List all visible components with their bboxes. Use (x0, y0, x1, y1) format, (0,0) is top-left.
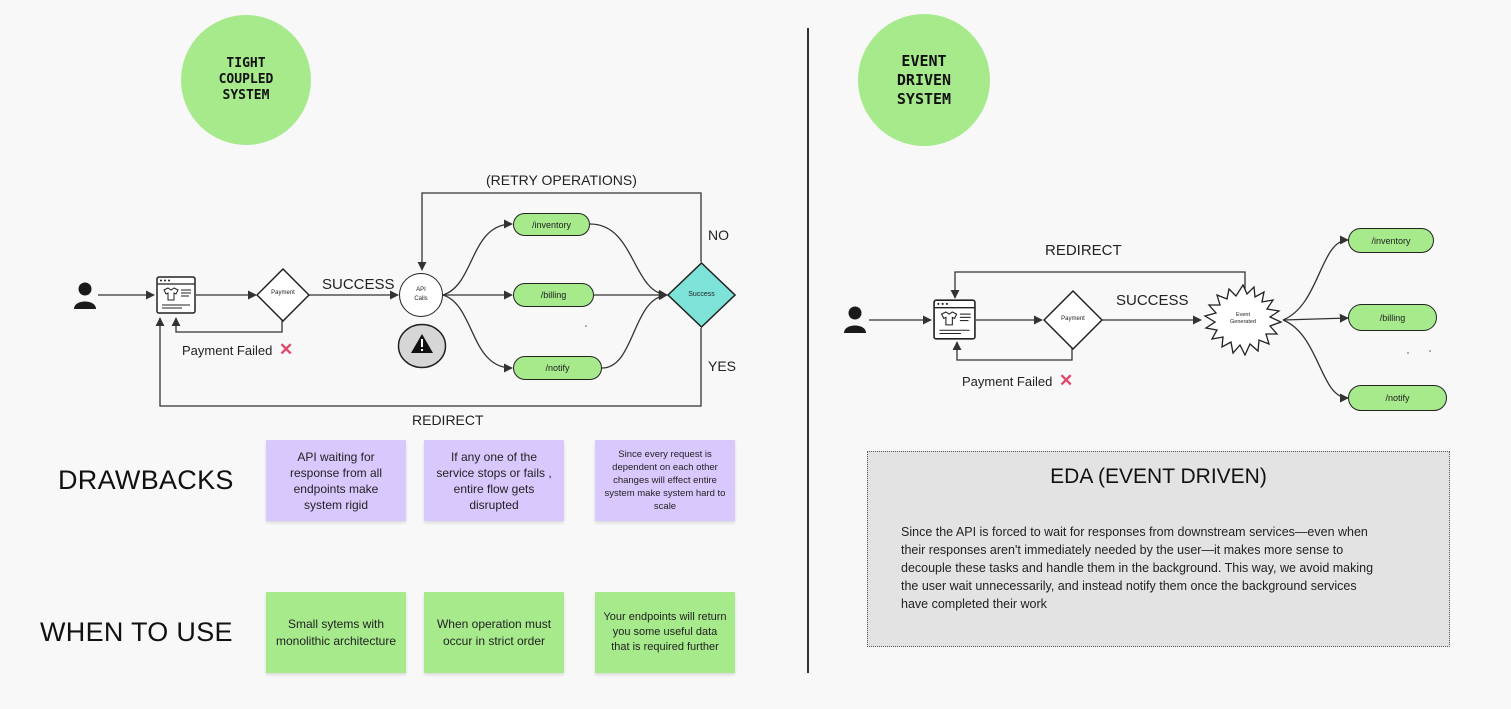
right-endpoint-inventory: /inventory (1348, 228, 1434, 253)
section-divider (807, 28, 809, 673)
event-starburst (1203, 284, 1283, 356)
drawbacks-heading: DRAWBACKS (58, 465, 234, 495)
retry-label: (RETRY OPERATIONS) (486, 172, 637, 188)
drawback-note-3: Since every request is dependent on each… (595, 440, 735, 521)
when-note-1: Small sytems with monolithic architectur… (266, 592, 406, 673)
eda-info-box: EDA (EVENT DRIVEN) Since the API is forc… (867, 451, 1450, 647)
no-label: NO (708, 227, 729, 243)
payment-label: Payment (1061, 316, 1085, 322)
payment-label: Payment (271, 290, 295, 296)
when-note-2: When operation must occur in strict orde… (424, 592, 564, 673)
payment-diamond (1043, 290, 1103, 350)
user-icon (74, 282, 96, 309)
when-to-use-heading: WHEN TO USE (40, 617, 233, 647)
eda-title: EDA (EVENT DRIVEN) (1050, 465, 1267, 488)
drawback-note-2: If any one of the service stops or fails… (424, 440, 564, 521)
api-calls-label: API Calls (414, 287, 428, 302)
left-endpoint-inventory: /inventory (513, 213, 590, 236)
payment-failed-label: Payment Failed ✕ (962, 371, 1073, 391)
when-note-3: Your endpoints will return you some usef… (595, 592, 735, 673)
event-generated-label: Event Generated (1230, 312, 1256, 325)
browser-window-icon (156, 276, 196, 314)
warning-icon (397, 323, 447, 369)
api-calls-node: API Calls (399, 273, 443, 317)
tight-coupled-title: TIGHT COUPLED SYSTEM (181, 15, 311, 145)
payment-failed-label: Payment Failed ✕ (182, 340, 293, 360)
left-endpoint-notify: /notify (513, 356, 602, 380)
browser-window-icon (933, 299, 976, 340)
event-driven-title: EVENT DRIVEN SYSTEM (858, 14, 990, 146)
user-icon (844, 306, 866, 333)
success-diamond (667, 262, 736, 328)
eda-description: Since the API is forced to wait for resp… (901, 525, 1374, 611)
x-icon: ✕ (278, 340, 294, 359)
success-label: SUCCESS (1116, 292, 1189, 309)
redirect-label: REDIRECT (1045, 242, 1122, 259)
success-label: SUCCESS (322, 276, 395, 293)
drawback-note-1: API waiting for response from all endpoi… (266, 440, 406, 521)
left-endpoint-billing: /billing (513, 283, 594, 307)
payment-diamond (256, 268, 310, 322)
payment-failed-text: Payment Failed (182, 343, 273, 358)
success-node-label: Success (688, 291, 715, 298)
payment-failed-text: Payment Failed (962, 374, 1053, 389)
yes-label: YES (708, 358, 737, 374)
right-endpoint-notify: /notify (1348, 385, 1447, 411)
right-endpoint-billing: /billing (1348, 304, 1437, 331)
redirect-label: REDIRECT (412, 412, 484, 428)
x-icon: ✕ (1058, 371, 1074, 390)
